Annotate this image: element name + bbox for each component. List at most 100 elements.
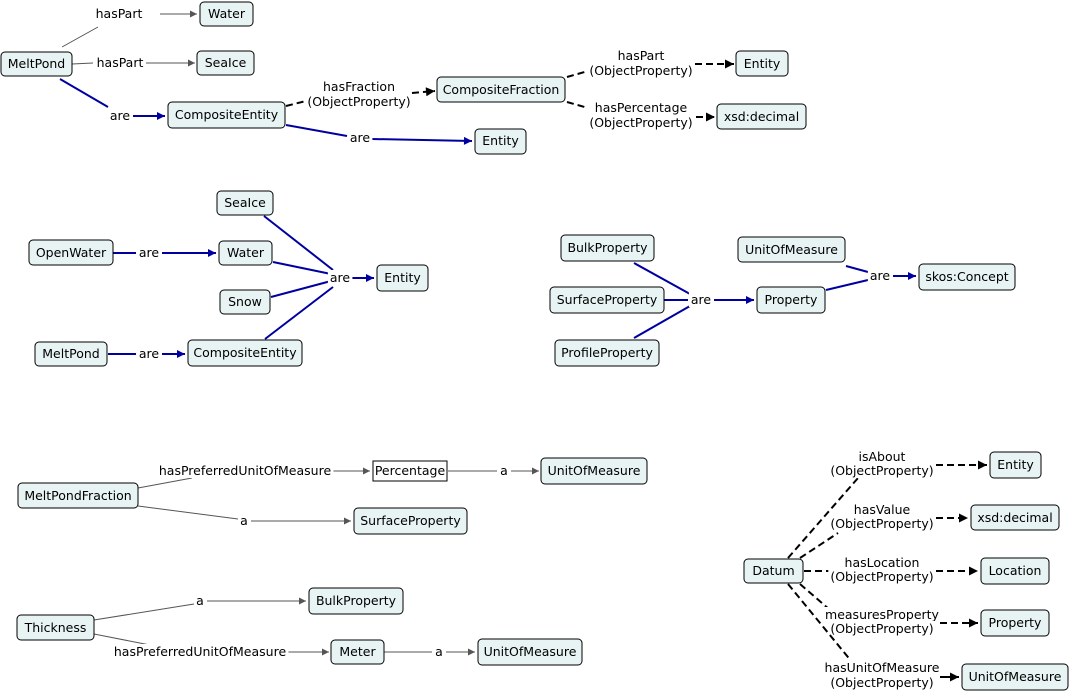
node-compositeentity[interactable]: CompositeEntity <box>167 101 286 129</box>
node-unitofmeasure[interactable]: UnitOfMeasure <box>477 638 583 666</box>
node-percentage[interactable]: Percentage <box>372 460 448 482</box>
edge-label-objectproperty: (ObjectProperty) <box>307 94 410 109</box>
node-meltpond[interactable]: MeltPond <box>34 341 108 367</box>
svg-text:skos:Concept: skos:Concept <box>925 269 1008 284</box>
node-unitofmeasure[interactable]: UnitOfMeasure <box>737 236 846 263</box>
edge-label-background <box>156 463 334 478</box>
svg-text:MeltPond: MeltPond <box>42 346 99 361</box>
node-compositeentity[interactable]: CompositeEntity <box>187 339 303 367</box>
edge-label-are: are <box>350 130 371 145</box>
edge-label-haspreferredunitofmeasure: hasPreferredUnitOfMeasure <box>114 644 287 659</box>
node-thickness[interactable]: Thickness <box>16 614 95 641</box>
svg-text:UnitOfMeasure: UnitOfMeasure <box>484 644 577 659</box>
svg-text:Entity: Entity <box>744 56 781 71</box>
node-entity[interactable]: Entity <box>735 50 789 77</box>
edge-label-background <box>305 94 413 109</box>
node-surfaceproperty[interactable]: SurfaceProperty <box>549 286 665 314</box>
node-datum[interactable]: Datum <box>743 558 804 584</box>
node-unitofmeasure[interactable]: UnitOfMeasure <box>540 457 648 485</box>
svg-text:SeaIce: SeaIce <box>205 55 247 70</box>
node-surfaceproperty[interactable]: SurfaceProperty <box>353 507 468 535</box>
edge-label-background <box>828 675 936 690</box>
edge-label-are: are <box>110 108 131 123</box>
svg-text:CompositeFraction: CompositeFraction <box>443 82 560 97</box>
node-meltpondfraction[interactable]: MeltPondFraction <box>17 482 139 509</box>
node-meter[interactable]: Meter <box>330 639 385 665</box>
svg-text:BulkProperty: BulkProperty <box>567 240 648 255</box>
node-skos-concept[interactable]: skos:Concept <box>918 263 1016 291</box>
svg-text:SurfaceProperty: SurfaceProperty <box>360 513 461 528</box>
edge-label-objectproperty: (ObjectProperty) <box>830 621 933 636</box>
node-xsd-decimal[interactable]: xsd:decimal <box>970 504 1060 531</box>
svg-text:OpenWater: OpenWater <box>36 245 107 260</box>
edge-label-background <box>828 463 936 478</box>
svg-text:CompositeEntity: CompositeEntity <box>193 345 297 360</box>
node-water[interactable]: Water <box>199 1 254 27</box>
edge-label-isabout: isAbout <box>859 449 906 464</box>
edge-label-background <box>851 502 913 517</box>
edge-label-a: a <box>500 463 508 478</box>
svg-text:UnitOfMeasure: UnitOfMeasure <box>745 242 838 257</box>
node-xsd-decimal[interactable]: xsd:decimal <box>716 103 807 130</box>
edge-label-haspercentage: hasPercentage <box>595 100 688 115</box>
svg-text:Entity: Entity <box>384 270 421 285</box>
edge-group-are-property: are are <box>633 262 916 339</box>
node-entity[interactable]: Entity <box>989 451 1042 479</box>
node-openwater[interactable]: OpenWater <box>28 239 114 266</box>
edge-label-a: a <box>435 644 443 659</box>
node-water[interactable]: Water <box>218 240 273 266</box>
node-property[interactable]: Property <box>756 286 826 314</box>
edge-label-are: are <box>870 268 891 283</box>
svg-text:Percentage: Percentage <box>375 463 446 478</box>
edge-label-objectproperty: (ObjectProperty) <box>830 463 933 478</box>
node-property[interactable]: Property <box>980 609 1050 637</box>
edge-label-haspart: hasPart <box>97 55 144 70</box>
edge-label-background <box>587 63 695 78</box>
svg-text:MeltPond: MeltPond <box>8 56 65 71</box>
edge-compositeentity-are-entity-top: are <box>285 124 473 145</box>
node-snow[interactable]: Snow <box>219 289 271 315</box>
svg-text:SurfaceProperty: SurfaceProperty <box>557 292 658 307</box>
edge-label-background <box>498 463 510 478</box>
node-compositefraction[interactable]: CompositeFraction <box>436 76 566 103</box>
svg-text:Entity: Entity <box>997 457 1034 472</box>
node-seaice[interactable]: SeaIce <box>216 190 274 216</box>
edge-group-datum: isAbout (ObjectProperty) hasValue (Objec… <box>787 449 987 690</box>
edge-group-meltpondfraction: hasPreferredUnitOfMeasure a a <box>137 463 539 528</box>
node-entity[interactable]: Entity <box>474 128 527 155</box>
edge-label-background <box>592 100 690 115</box>
node-bulkproperty[interactable]: BulkProperty <box>308 587 404 615</box>
edge-label-measuresproperty: measuresProperty <box>825 607 940 622</box>
edge-label-background <box>828 516 936 531</box>
node-profileproperty[interactable]: ProfileProperty <box>554 339 660 367</box>
edge-label-hasvalue: hasValue <box>854 502 911 517</box>
edge-label-background <box>136 346 162 361</box>
edge-label-background <box>327 270 353 285</box>
edge-label-haslocation: hasLocation <box>845 555 920 570</box>
edge-label-background <box>194 593 206 608</box>
svg-text:UnitOfMeasure: UnitOfMeasure <box>969 669 1062 684</box>
node-meltpond[interactable]: MeltPond <box>0 51 73 77</box>
svg-text:Meter: Meter <box>339 644 376 659</box>
edge-label-background <box>822 660 942 675</box>
edge-label-background <box>615 48 667 63</box>
edge-label-background <box>856 449 908 464</box>
node-seaice[interactable]: SeaIce <box>196 50 255 76</box>
node-bulkproperty[interactable]: BulkProperty <box>560 234 655 262</box>
node-unitofmeasure[interactable]: UnitOfMeasure <box>961 663 1069 691</box>
svg-text:ProfileProperty: ProfileProperty <box>561 345 653 360</box>
edge-label-background <box>93 6 145 21</box>
edge-label-background <box>433 644 445 659</box>
svg-text:Property: Property <box>765 292 818 307</box>
edge-label-objectproperty: (ObjectProperty) <box>589 115 692 130</box>
svg-text:Entity: Entity <box>482 133 519 148</box>
edge-haspercentage: hasPercentage (ObjectProperty) <box>566 100 715 130</box>
svg-text:SeaIce: SeaIce <box>224 195 266 210</box>
edge-group-thickness: a hasPreferredUnitOfMeasure a <box>93 593 475 659</box>
edge-group-are-entity: are are are <box>108 215 374 361</box>
node-location[interactable]: Location <box>980 557 1050 585</box>
node-entity[interactable]: Entity <box>376 264 429 292</box>
svg-text:Property: Property <box>989 615 1042 630</box>
